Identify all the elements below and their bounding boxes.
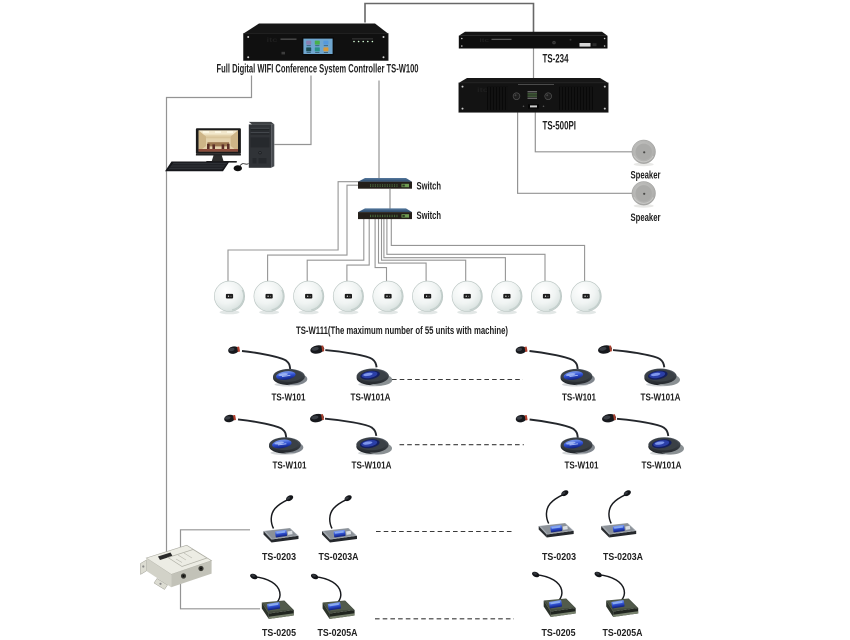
svg-text:TS-W101A: TS-W101A (642, 460, 682, 472)
svg-text:TS-0205A: TS-0205A (603, 627, 643, 639)
svg-text:TS-0205A: TS-0205A (318, 627, 358, 639)
svg-text:TS-500PI: TS-500PI (543, 121, 577, 133)
svg-text:TS-W101: TS-W101 (565, 460, 599, 472)
svg-text:Speaker: Speaker (631, 212, 662, 224)
svg-text:Switch: Switch (417, 210, 442, 222)
svg-text:TS-W101: TS-W101 (272, 392, 306, 404)
svg-text:itc: itc (477, 88, 489, 94)
svg-text:TS-0203: TS-0203 (262, 551, 296, 563)
svg-text:TS-0203A: TS-0203A (603, 551, 643, 563)
svg-text:TS-W101: TS-W101 (273, 460, 307, 472)
svg-text:TS-0205: TS-0205 (262, 627, 296, 639)
svg-text:Speaker: Speaker (631, 169, 662, 181)
svg-text:TS-W101A: TS-W101A (641, 392, 681, 404)
svg-text:TS-W101A: TS-W101A (352, 460, 392, 472)
svg-text:TS-W101A: TS-W101A (351, 392, 391, 404)
svg-text:itc: itc (267, 38, 279, 44)
svg-text:Full Digital WIFI Conference S: Full Digital WIFI Conference System Cont… (217, 62, 419, 76)
svg-text:TS-W101: TS-W101 (562, 392, 596, 404)
svg-text:TS-W111(The maximum number of: TS-W111(The maximum number of 55 units w… (296, 325, 508, 337)
svg-text:TS-0203: TS-0203 (542, 551, 576, 563)
svg-text:TS-0203A: TS-0203A (319, 551, 359, 563)
svg-text:TS-0205: TS-0205 (542, 627, 576, 639)
svg-text:itc: itc (480, 38, 490, 44)
svg-text:Switch: Switch (417, 180, 442, 192)
svg-text:TS-234: TS-234 (543, 54, 569, 66)
